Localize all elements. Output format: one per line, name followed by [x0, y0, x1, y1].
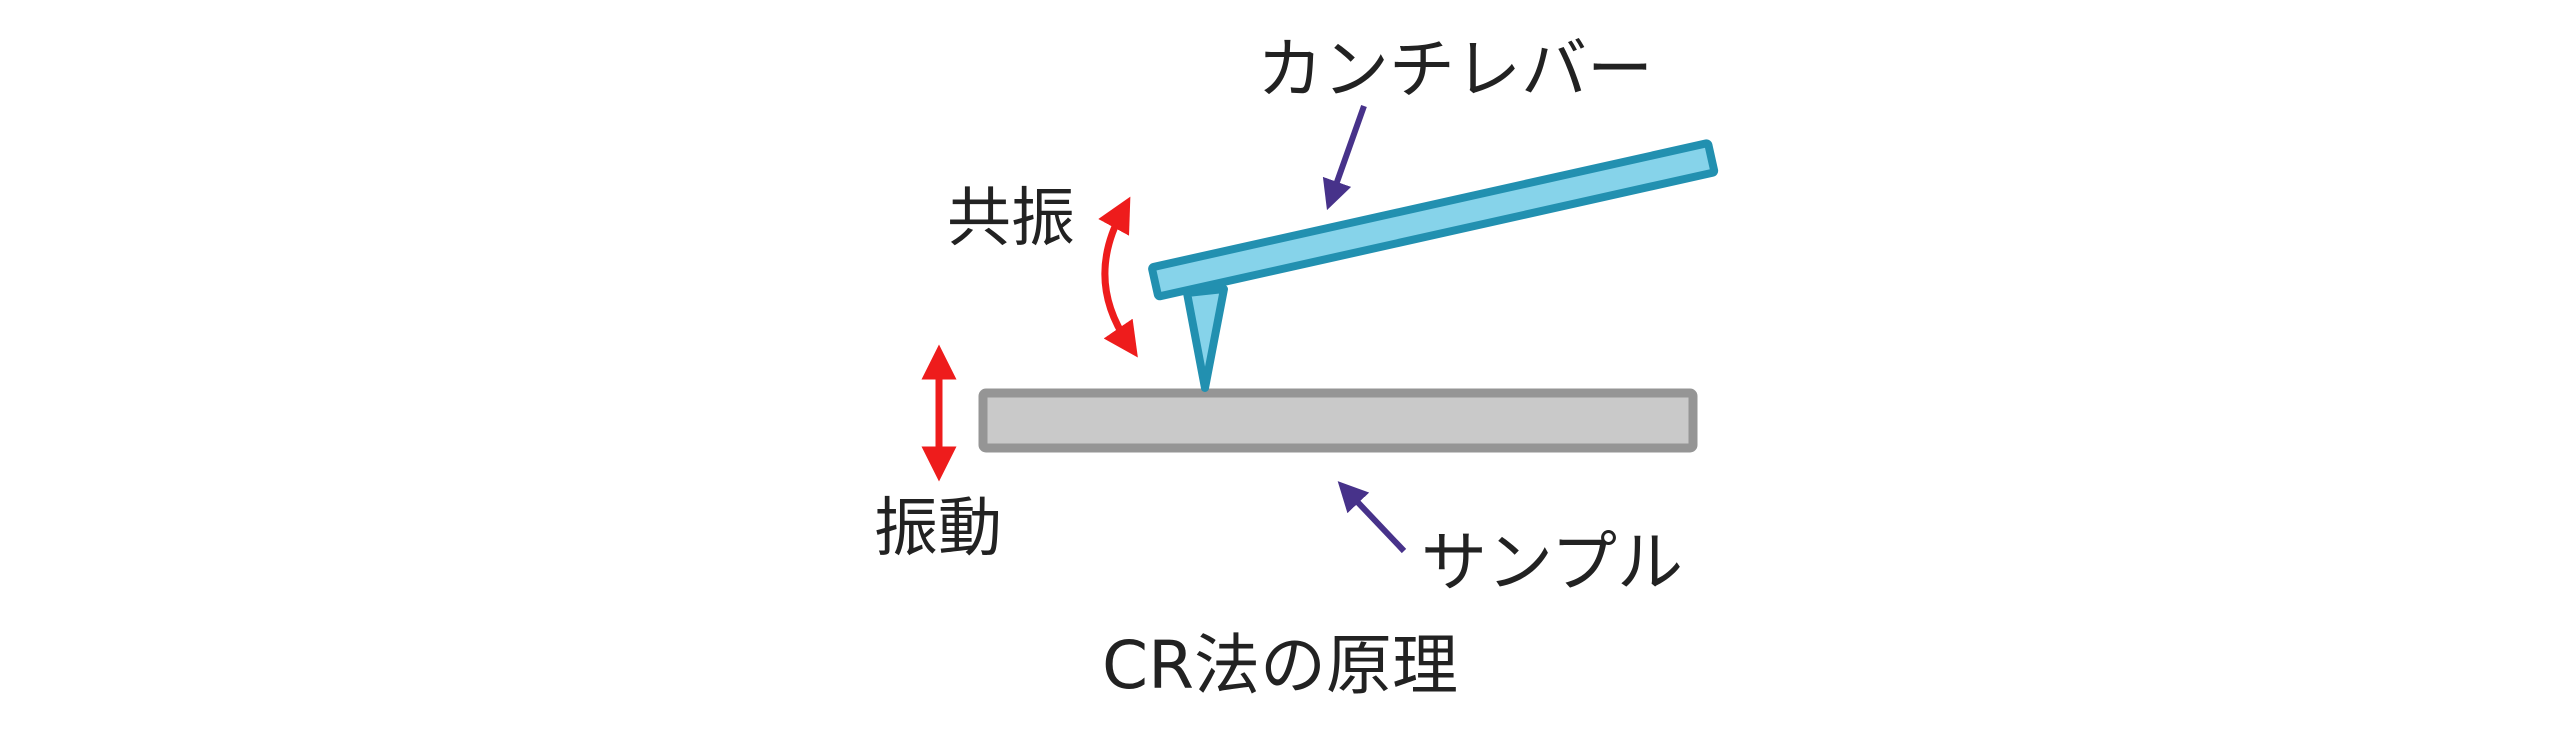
resonance-label: 共振 [947, 182, 1075, 256]
sample-block [978, 388, 1698, 453]
sample-label: サンプル [1421, 524, 1683, 601]
resonance-arrow-icon [1098, 196, 1138, 358]
cantilever-label: カンチレバー [1257, 31, 1653, 108]
vibration-label: 振動 [874, 492, 1002, 566]
diagram-caption: CR法の原理 [1102, 627, 1458, 704]
cantilever-tip [1183, 285, 1228, 392]
cantilever-beam [1148, 139, 1719, 301]
cantilever-pointer-arrow-icon [1322, 104, 1367, 211]
sample-pointer-arrow-icon [1337, 481, 1407, 554]
